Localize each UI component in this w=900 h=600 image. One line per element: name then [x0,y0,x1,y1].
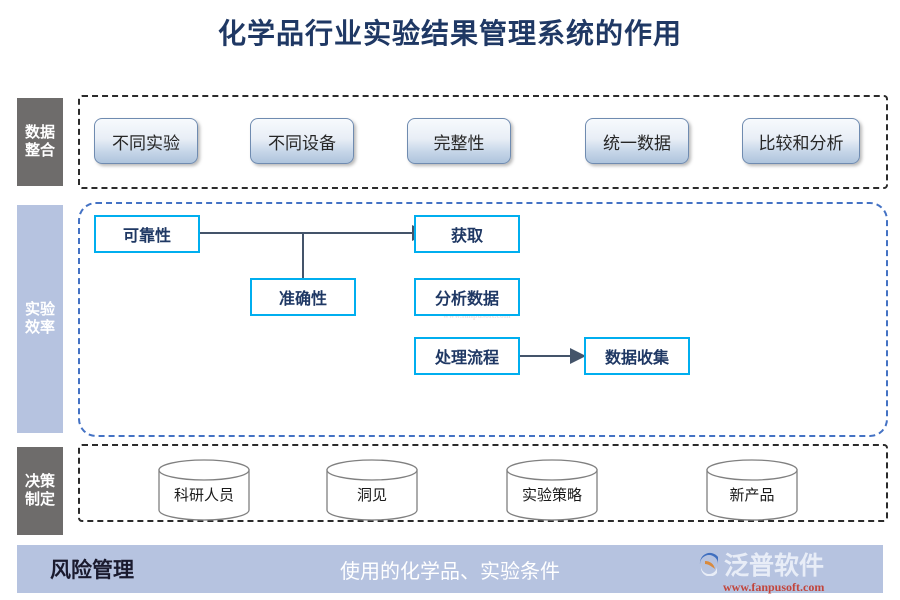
row-label-line-1: 数据 [24,123,55,141]
box-accuracy[interactable]: 准确性 [250,278,356,316]
row-label-experiment-efficiency: 实验 效率 [17,205,63,433]
chip-label: 完整性 [433,133,485,153]
row-label-line-1: 决策 [24,472,55,490]
box-process-flow[interactable]: 处理流程 [414,337,520,375]
cylinder-researchers[interactable] [158,459,250,521]
chip-label: 不同设备 [268,133,336,153]
box-label: 获取 [450,228,483,245]
chip-unified-data[interactable]: 统一数据 [585,118,689,164]
chip-completeness[interactable]: 完整性 [407,118,511,164]
row-label-line-2: 制定 [24,491,55,508]
cylinder-icon [158,459,250,521]
page-title: 化学品行业实验结果管理系统的作用 [217,19,682,50]
cylinder-icon [506,459,598,521]
row-label-line-1: 实验 [24,300,55,318]
chip-different-equipment[interactable]: 不同设备 [250,118,354,164]
box-label: 准确性 [278,291,327,308]
chip-label: 不同实验 [112,133,180,153]
brand-logo[interactable]: 泛普软件 www.fanpusoft.com [697,546,867,594]
box-label: 处理流程 [434,350,499,367]
box-label: 分析数据 [434,291,499,308]
connector-process-to-collection [518,348,586,364]
cylinder-insight[interactable] [326,459,418,521]
chip-label: 统一数据 [603,133,671,153]
cylinder-new-product[interactable] [706,459,798,521]
row-label-line-2: 整合 [24,142,55,159]
chip-different-experiments[interactable]: 不同实验 [94,118,198,164]
box-label: 数据收集 [604,350,669,367]
brand-logo-text: 泛普软件 [724,552,825,580]
footer-bar: 使用的化学品、实验条件 风险管理 泛普软件 www.fanpusoft.com [17,545,883,594]
box-data-collection[interactable]: 数据收集 [584,337,690,375]
experiment-efficiency-container [78,202,888,437]
cylinder-experiment-strategy[interactable] [506,459,598,521]
footer-left-label: 风险管理 [50,558,134,582]
decision-making-container [78,444,888,522]
cylinder-icon [326,459,418,521]
box-acquire[interactable]: 获取 [414,215,520,253]
chip-label: 比较和分析 [758,133,844,153]
row-label-decision-making: 决策 制定 [17,447,63,535]
row-label-data-integration: 数据 整合 [17,98,63,186]
row-label-line-2: 效率 [24,319,55,336]
cylinder-label-researchers: 科研人员 [173,487,234,504]
fanpu-logo-mark-icon [699,552,718,576]
cylinder-icon [706,459,798,521]
box-reliability[interactable]: 可靠性 [94,215,200,253]
brand-logo-url: www.fanpusoft.com [723,579,825,594]
footer-center-label: 使用的化学品、实验条件 [340,560,560,583]
cylinder-label-new-product: 新产品 [729,487,775,504]
box-label: 可靠性 [122,228,171,245]
data-integration-container [78,95,888,189]
cylinder-label-insight: 洞见 [356,487,387,504]
cylinder-label-experiment-strategy: 实验策略 [521,487,582,504]
brand-logo-row: 泛普软件 [697,546,824,582]
box-analyze-data[interactable]: 分析数据 [414,278,520,316]
chip-compare-and-analyze[interactable]: 比较和分析 [742,118,860,164]
